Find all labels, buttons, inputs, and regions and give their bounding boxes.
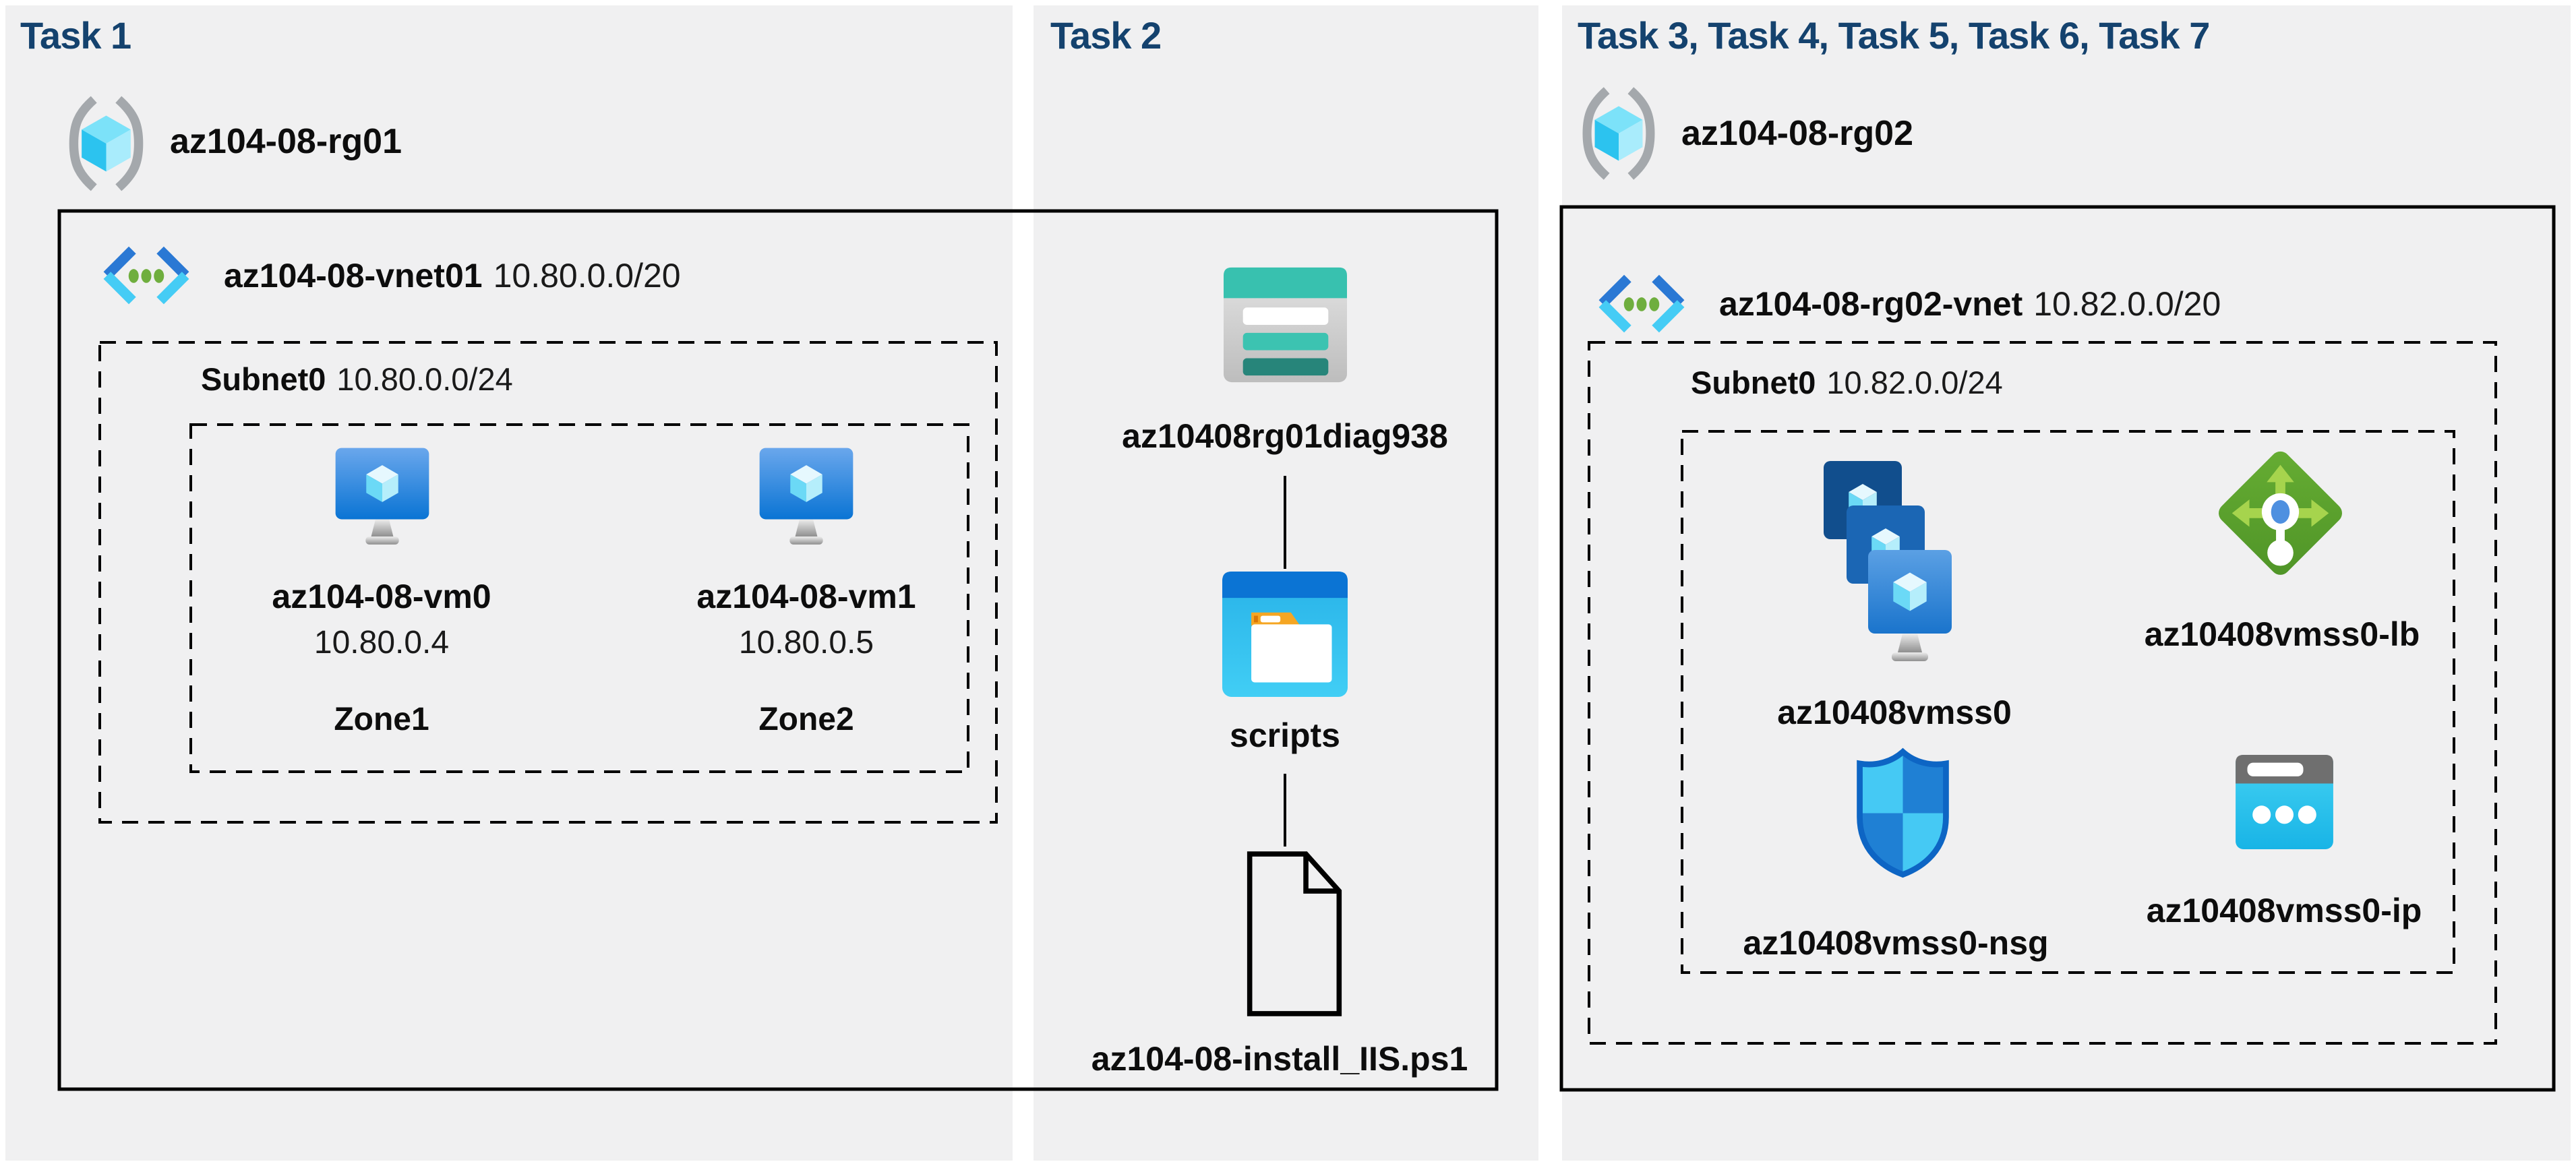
task2-title: Task 2 bbox=[1050, 14, 1162, 57]
vm1-name: az104-08-vm1 bbox=[696, 578, 916, 615]
vm0-name: az104-08-vm0 bbox=[272, 578, 491, 615]
public-ip-label: az10408vmss0-ip bbox=[2146, 892, 2422, 929]
vm-scale-set-icon bbox=[1817, 457, 1952, 666]
resource-group-icon-rg01 bbox=[64, 93, 148, 194]
subnet0-label-task3: Subnet0 10.82.0.0/24 bbox=[1691, 364, 2003, 401]
rg02-vnet-label: az104-08-rg02-vnet 10.82.0.0/20 bbox=[1719, 284, 2221, 324]
task1-title: Task 1 bbox=[20, 14, 131, 57]
storage-account-icon bbox=[1224, 267, 1347, 383]
virtual-network-icon-task3 bbox=[1591, 270, 1692, 338]
subnet0-cidr-task1: 10.80.0.0/24 bbox=[336, 361, 513, 397]
load-balancer-icon bbox=[2215, 443, 2346, 588]
subnet0-cidr-task3: 10.82.0.0/24 bbox=[1826, 365, 2003, 400]
network-security-group-label: az10408vmss0-nsg bbox=[1743, 924, 2049, 962]
network-security-group-icon bbox=[1851, 745, 1955, 883]
virtual-machine-icon-vm0 bbox=[333, 445, 431, 558]
virtual-machine-icon-vm1 bbox=[757, 445, 856, 558]
vm0-zone: Zone1 bbox=[334, 702, 429, 737]
rg02-label: az104-08-rg02 bbox=[1681, 114, 1913, 153]
subnet0-name-task3: Subnet0 bbox=[1691, 365, 1816, 400]
rg01-label: az104-08-rg01 bbox=[170, 122, 402, 161]
scripts-label: scripts bbox=[1230, 716, 1340, 754]
subnet0-name-task1: Subnet0 bbox=[201, 361, 326, 397]
vm0-ip: 10.80.0.4 bbox=[313, 625, 450, 661]
vnet01-label: az104-08-vnet01 10.80.0.0/20 bbox=[224, 256, 681, 295]
resource-group-icon-rg02 bbox=[1578, 85, 1660, 182]
subnet0-label-task1: Subnet0 10.80.0.0/24 bbox=[201, 361, 513, 398]
vnet01-name: az104-08-vnet01 bbox=[224, 257, 483, 295]
vnet01-cidr: 10.80.0.0/20 bbox=[493, 257, 681, 295]
public-ip-icon bbox=[2236, 755, 2333, 849]
vm1-zone: Zone2 bbox=[758, 702, 854, 737]
panel-task3 bbox=[1562, 5, 2571, 1161]
ps1-file-label: az104-08-install_IIS.ps1 bbox=[1091, 1040, 1468, 1078]
ps1-file-icon bbox=[1246, 848, 1343, 1020]
task3-title: Task 3, Task 4, Task 5, Task 6, Task 7 bbox=[1578, 14, 2210, 57]
virtual-network-icon-task1 bbox=[96, 241, 197, 310]
storage-account-label: az10408rg01diag938 bbox=[1122, 417, 1448, 455]
vmss-label: az10408vmss0 bbox=[1777, 694, 2012, 731]
load-balancer-label: az10408vmss0-lb bbox=[2144, 615, 2420, 653]
scripts-folder-icon bbox=[1222, 572, 1348, 697]
vm1-ip: 10.80.0.5 bbox=[738, 625, 874, 661]
rg02-vnet-cidr: 10.82.0.0/20 bbox=[2033, 285, 2221, 323]
rg02-vnet-name: az104-08-rg02-vnet bbox=[1719, 285, 2023, 323]
